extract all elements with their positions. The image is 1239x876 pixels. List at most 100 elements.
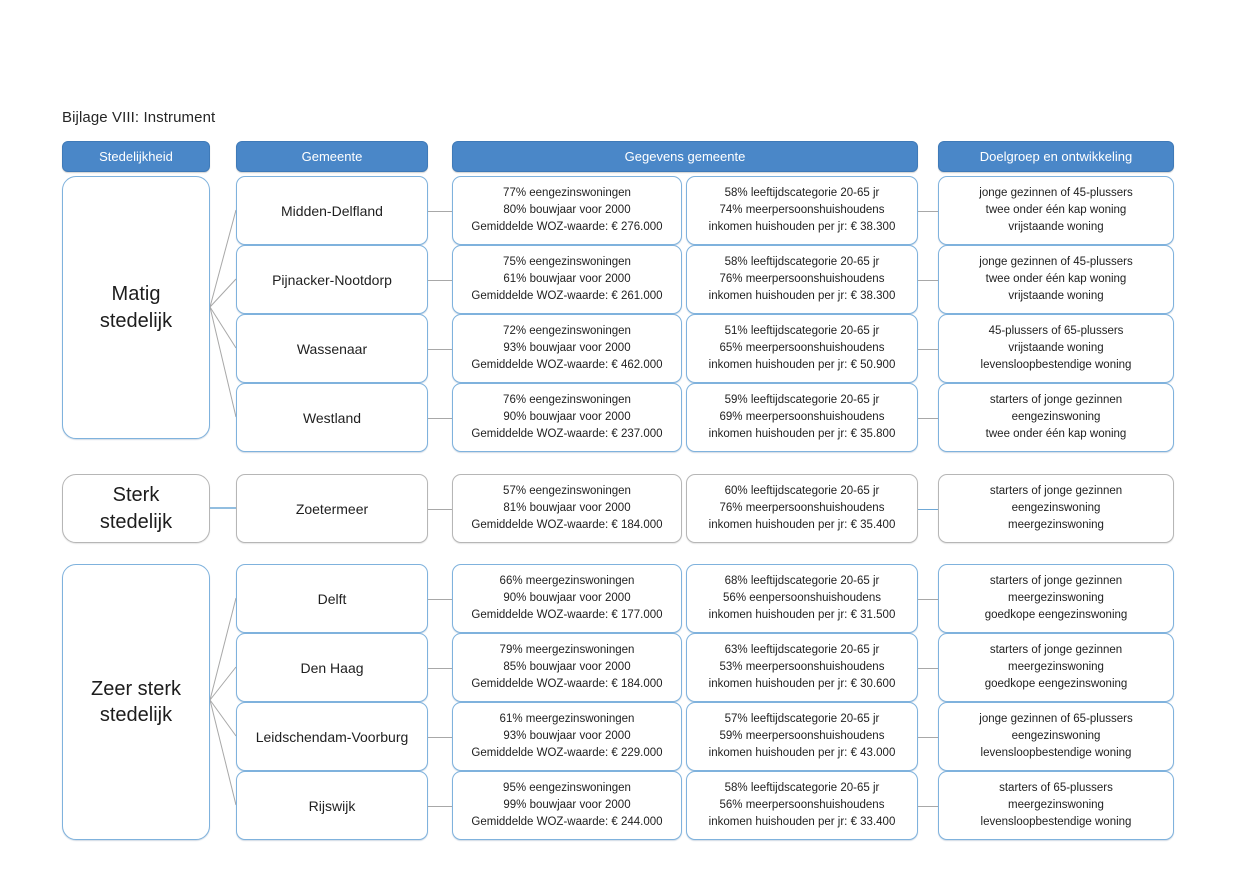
text-line: goedkope eengezinswoning <box>984 678 1128 691</box>
text-line: 58% leeftijdscategorie 20-65 jr <box>724 186 880 199</box>
text-line: levensloopbestendige woning <box>980 816 1132 829</box>
text-line: meergezinswoning <box>1008 798 1104 811</box>
text-line: 72% eengezinswoningen <box>503 324 631 337</box>
gegevens-huishoudens-text: 68% leeftijdscategorie 20-65 jr 56% eenpe… <box>703 573 902 625</box>
connector-line <box>428 279 452 281</box>
gemeente-label: Den Haag <box>300 659 364 676</box>
gemeente-box[interactable]: Leidschendam-Voorburg <box>236 702 428 771</box>
text-line: 68% leeftijdscategorie 20-65 jr <box>724 574 880 587</box>
connector-line <box>918 736 938 738</box>
connector-line <box>918 348 938 350</box>
column-header-stedelijkheid: Stedelijkheid <box>62 141 210 172</box>
text-line: Gemiddelde WOZ-waarde: € 184.000 <box>471 519 663 532</box>
connector-line <box>428 210 452 212</box>
gegevens-huishoudens-text: 58% leeftijdscategorie 20-65 jr 74% meerp… <box>703 185 902 237</box>
group-label: Sterk stedelijk <box>99 484 173 533</box>
gegevens-huishoudens-box[interactable]: 58% leeftijdscategorie 20-65 jr 74% meerp… <box>686 176 918 245</box>
text-line: 59% leeftijdscategorie 20-65 jr <box>724 393 880 406</box>
text-line: 93% bouwjaar voor 2000 <box>503 729 631 742</box>
text-line: 90% bouwjaar voor 2000 <box>503 591 631 604</box>
group-box-sterk-stedelijk[interactable]: Sterk stedelijk <box>62 474 210 543</box>
text-line: vrijstaande woning <box>1008 290 1104 303</box>
text-line: Gemiddelde WOZ-waarde: € 244.000 <box>471 816 663 829</box>
gemeente-box[interactable]: Delft <box>236 564 428 633</box>
text-line: inkomen huishouden per jr: € 31.500 <box>708 609 896 622</box>
text-line: 56% eenpersoonshuishoudens <box>723 591 881 604</box>
gemeente-box[interactable]: Rijswijk <box>236 771 428 840</box>
gemeente-box[interactable]: Wassenaar <box>236 314 428 383</box>
gegevens-woningen-text: 66% meergezinswoningen 90% bouwjaar voor … <box>465 573 668 625</box>
text-line: eengezinswoning <box>1011 729 1101 742</box>
text-line: twee onder één kap woning <box>985 272 1127 285</box>
text-line: starters of jonge gezinnen <box>989 484 1123 497</box>
text-line: 56% meerpersoonshuishoudens <box>719 798 885 811</box>
text-line: 74% meerpersoonshuishoudens <box>719 203 885 216</box>
text-line: 57% leeftijdscategorie 20-65 jr <box>724 712 880 725</box>
text-line: 63% leeftijdscategorie 20-65 jr <box>724 643 880 656</box>
text-line: 66% meergezinswoningen <box>499 574 635 587</box>
text-line: 75% eengezinswoningen <box>503 255 631 268</box>
text-line: meergezinswoning <box>1008 519 1104 532</box>
gegevens-woningen-box[interactable]: 66% meergezinswoningen 90% bouwjaar voor … <box>452 564 682 633</box>
text-line: Gemiddelde WOZ-waarde: € 276.000 <box>471 221 663 234</box>
text-line: inkomen huishouden per jr: € 33.400 <box>708 816 896 829</box>
text-line: levensloopbestendige woning <box>980 747 1132 760</box>
text-line: inkomen huishouden per jr: € 50.900 <box>708 359 896 372</box>
gemeente-box[interactable]: Den Haag <box>236 633 428 702</box>
gemeente-label: Leidschendam-Voorburg <box>255 728 409 745</box>
text-line: 90% bouwjaar voor 2000 <box>503 410 631 423</box>
gemeente-box[interactable]: Westland <box>236 383 428 452</box>
text-line: 76% meerpersoonshuishoudens <box>719 501 885 514</box>
text-line: 77% eengezinswoningen <box>503 186 631 199</box>
text-line: inkomen huishouden per jr: € 35.400 <box>708 519 896 532</box>
gegevens-huishoudens-box[interactable]: 68% leeftijdscategorie 20-65 jr 56% eenpe… <box>686 564 918 633</box>
gemeente-box[interactable]: Midden-Delfland <box>236 176 428 245</box>
connector-line <box>918 805 938 807</box>
gemeente-box[interactable]: Pijnacker-Nootdorp <box>236 245 428 314</box>
connector-line <box>918 667 938 669</box>
group-box-zeer-sterk-stedelijk[interactable]: Zeer sterk stedelijk <box>62 564 210 840</box>
group-box-matig-stedelijk[interactable]: Matig stedelijk <box>62 176 210 439</box>
connector-line <box>428 667 452 669</box>
text-line: inkomen huishouden per jr: € 43.000 <box>708 747 896 760</box>
gemeente-box[interactable]: Zoetermeer <box>236 474 428 543</box>
connector-line <box>918 417 938 419</box>
